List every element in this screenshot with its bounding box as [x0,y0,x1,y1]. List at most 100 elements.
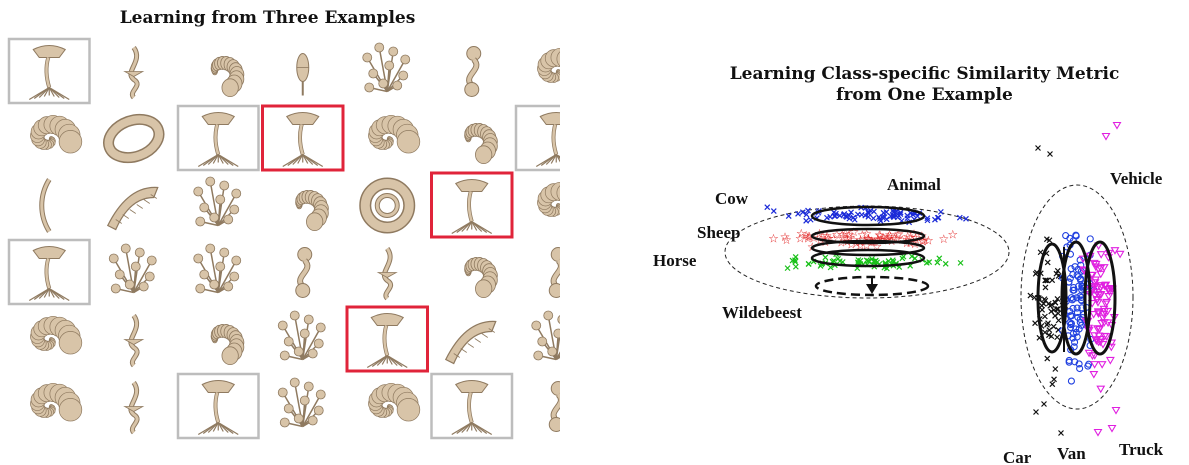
horse-point [822,254,829,261]
car-point [1055,317,1062,324]
shape-cell-r5-c1 [123,381,145,435]
truck-point [1112,121,1122,130]
truck-point [1094,325,1104,333]
truck-point [1093,428,1103,437]
car-point [1047,302,1054,309]
red-box-r2-c5 [430,171,514,239]
truck-point [1092,289,1102,297]
truck-point [1099,310,1109,319]
cow-point [896,213,902,219]
van-point [1074,273,1082,281]
sheep-point: ☆ [861,227,872,241]
van-point [1076,275,1085,283]
car-label: Car [1003,448,1032,465]
truck-point [1110,247,1120,255]
sheep-point: ☆ [841,232,852,246]
sheep-point: ☆ [905,231,916,245]
car-point [1037,249,1044,256]
red-box-r4-c4 [345,305,429,373]
cow-point [890,209,897,216]
sheep-point: ☆ [891,231,902,245]
sheep-point: ☆ [818,229,829,243]
shape-cell-r3-c4 [376,247,398,301]
van-point [1070,343,1078,351]
cow-point [924,217,931,224]
car-point [1044,259,1051,266]
truck-ellipse [1083,240,1117,356]
horse-label: Horse [653,251,697,270]
sheep-point: ☆ [803,229,814,243]
shape-cell-r3-c6 [548,247,560,298]
shape-cell-r2-c4 [359,177,416,234]
shape-cell-r5-c0 [30,382,83,422]
shape-cell-r3-c0 [28,246,70,302]
car-point [1051,376,1057,383]
sheep-point: ☆ [883,229,894,243]
sheep-point: ☆ [838,230,849,244]
van-point [1071,338,1079,346]
car-point [1048,333,1055,340]
shape-cell-r1-c3 [282,112,324,168]
shape-cell-r3-c3 [295,247,313,298]
car-point [1040,300,1047,307]
car-point [1035,145,1041,151]
truck-point [1091,260,1101,269]
gray-box-r3-c0 [7,238,91,306]
truck-point [1087,352,1097,360]
sheep-point: ☆ [883,231,894,245]
car-point [1055,305,1061,312]
shape-cell-r0-c3 [296,53,310,96]
sheep-point: ☆ [803,232,814,246]
right-title-line1: Learning Class-specific Similarity Metri… [729,64,1120,84]
truck-point [1105,356,1115,365]
sheep-point: ☆ [897,233,908,247]
sheep-point: ☆ [846,237,857,251]
sheep-point: ☆ [923,234,934,248]
sheep-point: ☆ [857,228,868,242]
truck-point [1089,371,1099,379]
cow-point [897,209,904,216]
sheep-point: ☆ [849,225,860,239]
cow-point [832,213,839,220]
vehicle-label: Vehicle [1110,169,1163,188]
car-point [1044,321,1050,328]
sheep-ellipse-1 [810,227,926,245]
sheep-point: ☆ [855,239,866,253]
sheep-point: ☆ [796,226,807,240]
similarity-scatter: ☆☆☆☆☆☆☆☆☆☆☆☆☆☆☆☆☆☆☆☆☆☆☆☆☆☆☆☆☆☆☆☆☆☆☆☆☆☆☆☆… [653,121,1164,465]
shape-cell-r3-c2 [193,243,242,294]
cow-label: Cow [715,189,749,208]
sheep-point: ☆ [874,228,885,242]
shape-cell-r1-c5 [464,123,498,165]
cow-ellipse [810,205,926,227]
horse-point [871,259,878,266]
shape-cell-r0-c4 [362,42,411,93]
car-point [1054,334,1061,341]
sheep-point: ☆ [893,228,904,242]
shape-cell-r1-c4 [368,114,421,154]
truck-point [1099,319,1109,327]
truck-point [1089,311,1099,319]
truck-point [1096,251,1106,259]
vehicle-cluster [1020,121,1134,437]
horse-point [830,257,837,264]
shape-cell-r5-c2 [197,380,239,436]
sheep-point: ☆ [795,231,806,245]
gray-box-r5-c2 [176,372,260,440]
truck-point [1106,343,1116,352]
wildebeest-arrow-marker [866,284,878,294]
car-point [1054,267,1061,274]
truck-point [1103,307,1113,316]
cow-point [799,209,806,216]
van-point [1065,358,1073,366]
sheep-point: ☆ [902,230,913,244]
sheep-point: ☆ [920,233,931,247]
shape-grid [7,37,560,440]
sheep-point: ☆ [849,233,860,247]
shape-cell-r2-c3 [295,190,329,232]
van-point [1070,283,1078,292]
sheep-point: ☆ [873,232,884,246]
car-point [1041,401,1047,407]
gray-box-r0-c0 [7,37,91,105]
sheep-label: Sheep [697,223,740,242]
